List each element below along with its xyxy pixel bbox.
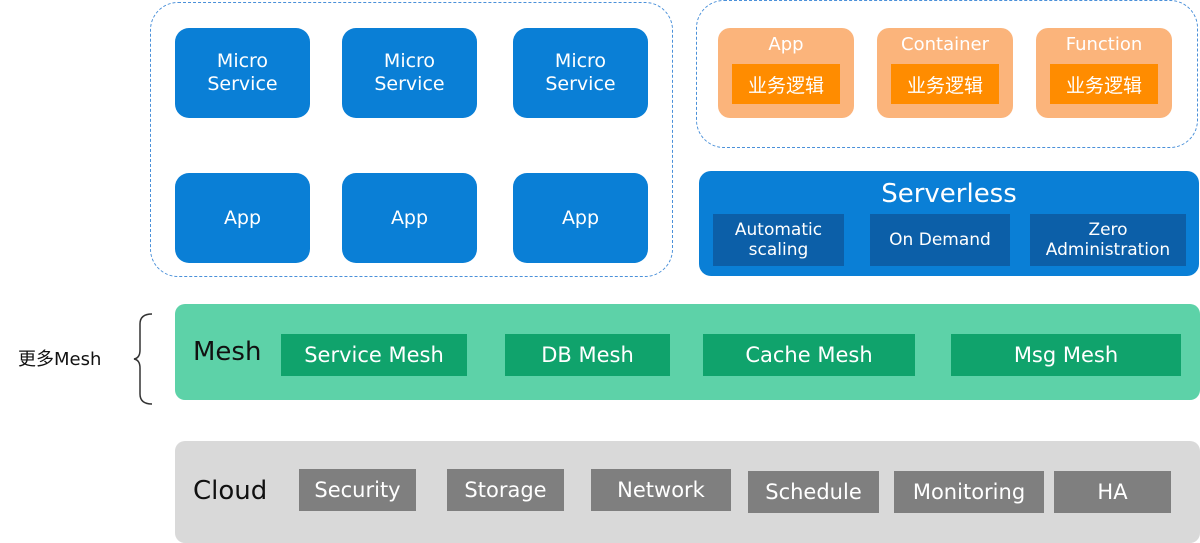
mesh-item: Msg Mesh [951,334,1181,376]
cloud-item: HA [1054,471,1171,513]
compute-app-box: App 业务逻辑 [718,28,854,118]
compute-group [696,0,1198,148]
cloud-item: Storage [447,469,564,511]
compute-function-title: Function [1065,34,1143,55]
app-box: App [513,173,648,263]
micro-service-box: Micro Service [342,28,477,118]
more-mesh-label: 更多Mesh [18,349,102,370]
cloud-item: Monitoring [894,471,1044,513]
bracket-icon [133,313,153,405]
serverless-feature: Automatic scaling [713,214,844,266]
serverless-title: Serverless [881,179,1017,209]
cloud-item: Security [299,469,416,511]
mesh-item: DB Mesh [505,334,670,376]
mesh-item: Cache Mesh [703,334,915,376]
serverless-feature: Zero Administration [1030,214,1186,266]
app-box: App [175,173,310,263]
business-logic-label: 业务逻辑 [1050,64,1158,104]
compute-container-box: Container 业务逻辑 [877,28,1013,118]
business-logic-label: 业务逻辑 [732,64,840,104]
business-logic-label: 业务逻辑 [891,64,999,104]
micro-service-box: Micro Service [513,28,648,118]
mesh-title: Mesh [193,337,262,367]
compute-app-title: App [768,34,804,55]
cloud-item: Schedule [748,471,879,513]
serverless-feature: On Demand [870,214,1010,266]
cloud-title: Cloud [193,476,268,506]
compute-function-box: Function 业务逻辑 [1036,28,1172,118]
app-box: App [342,173,477,263]
cloud-item: Network [591,469,731,511]
microservice-group [150,2,673,277]
mesh-item: Service Mesh [281,334,467,376]
compute-container-title: Container [901,34,989,55]
micro-service-box: Micro Service [175,28,310,118]
